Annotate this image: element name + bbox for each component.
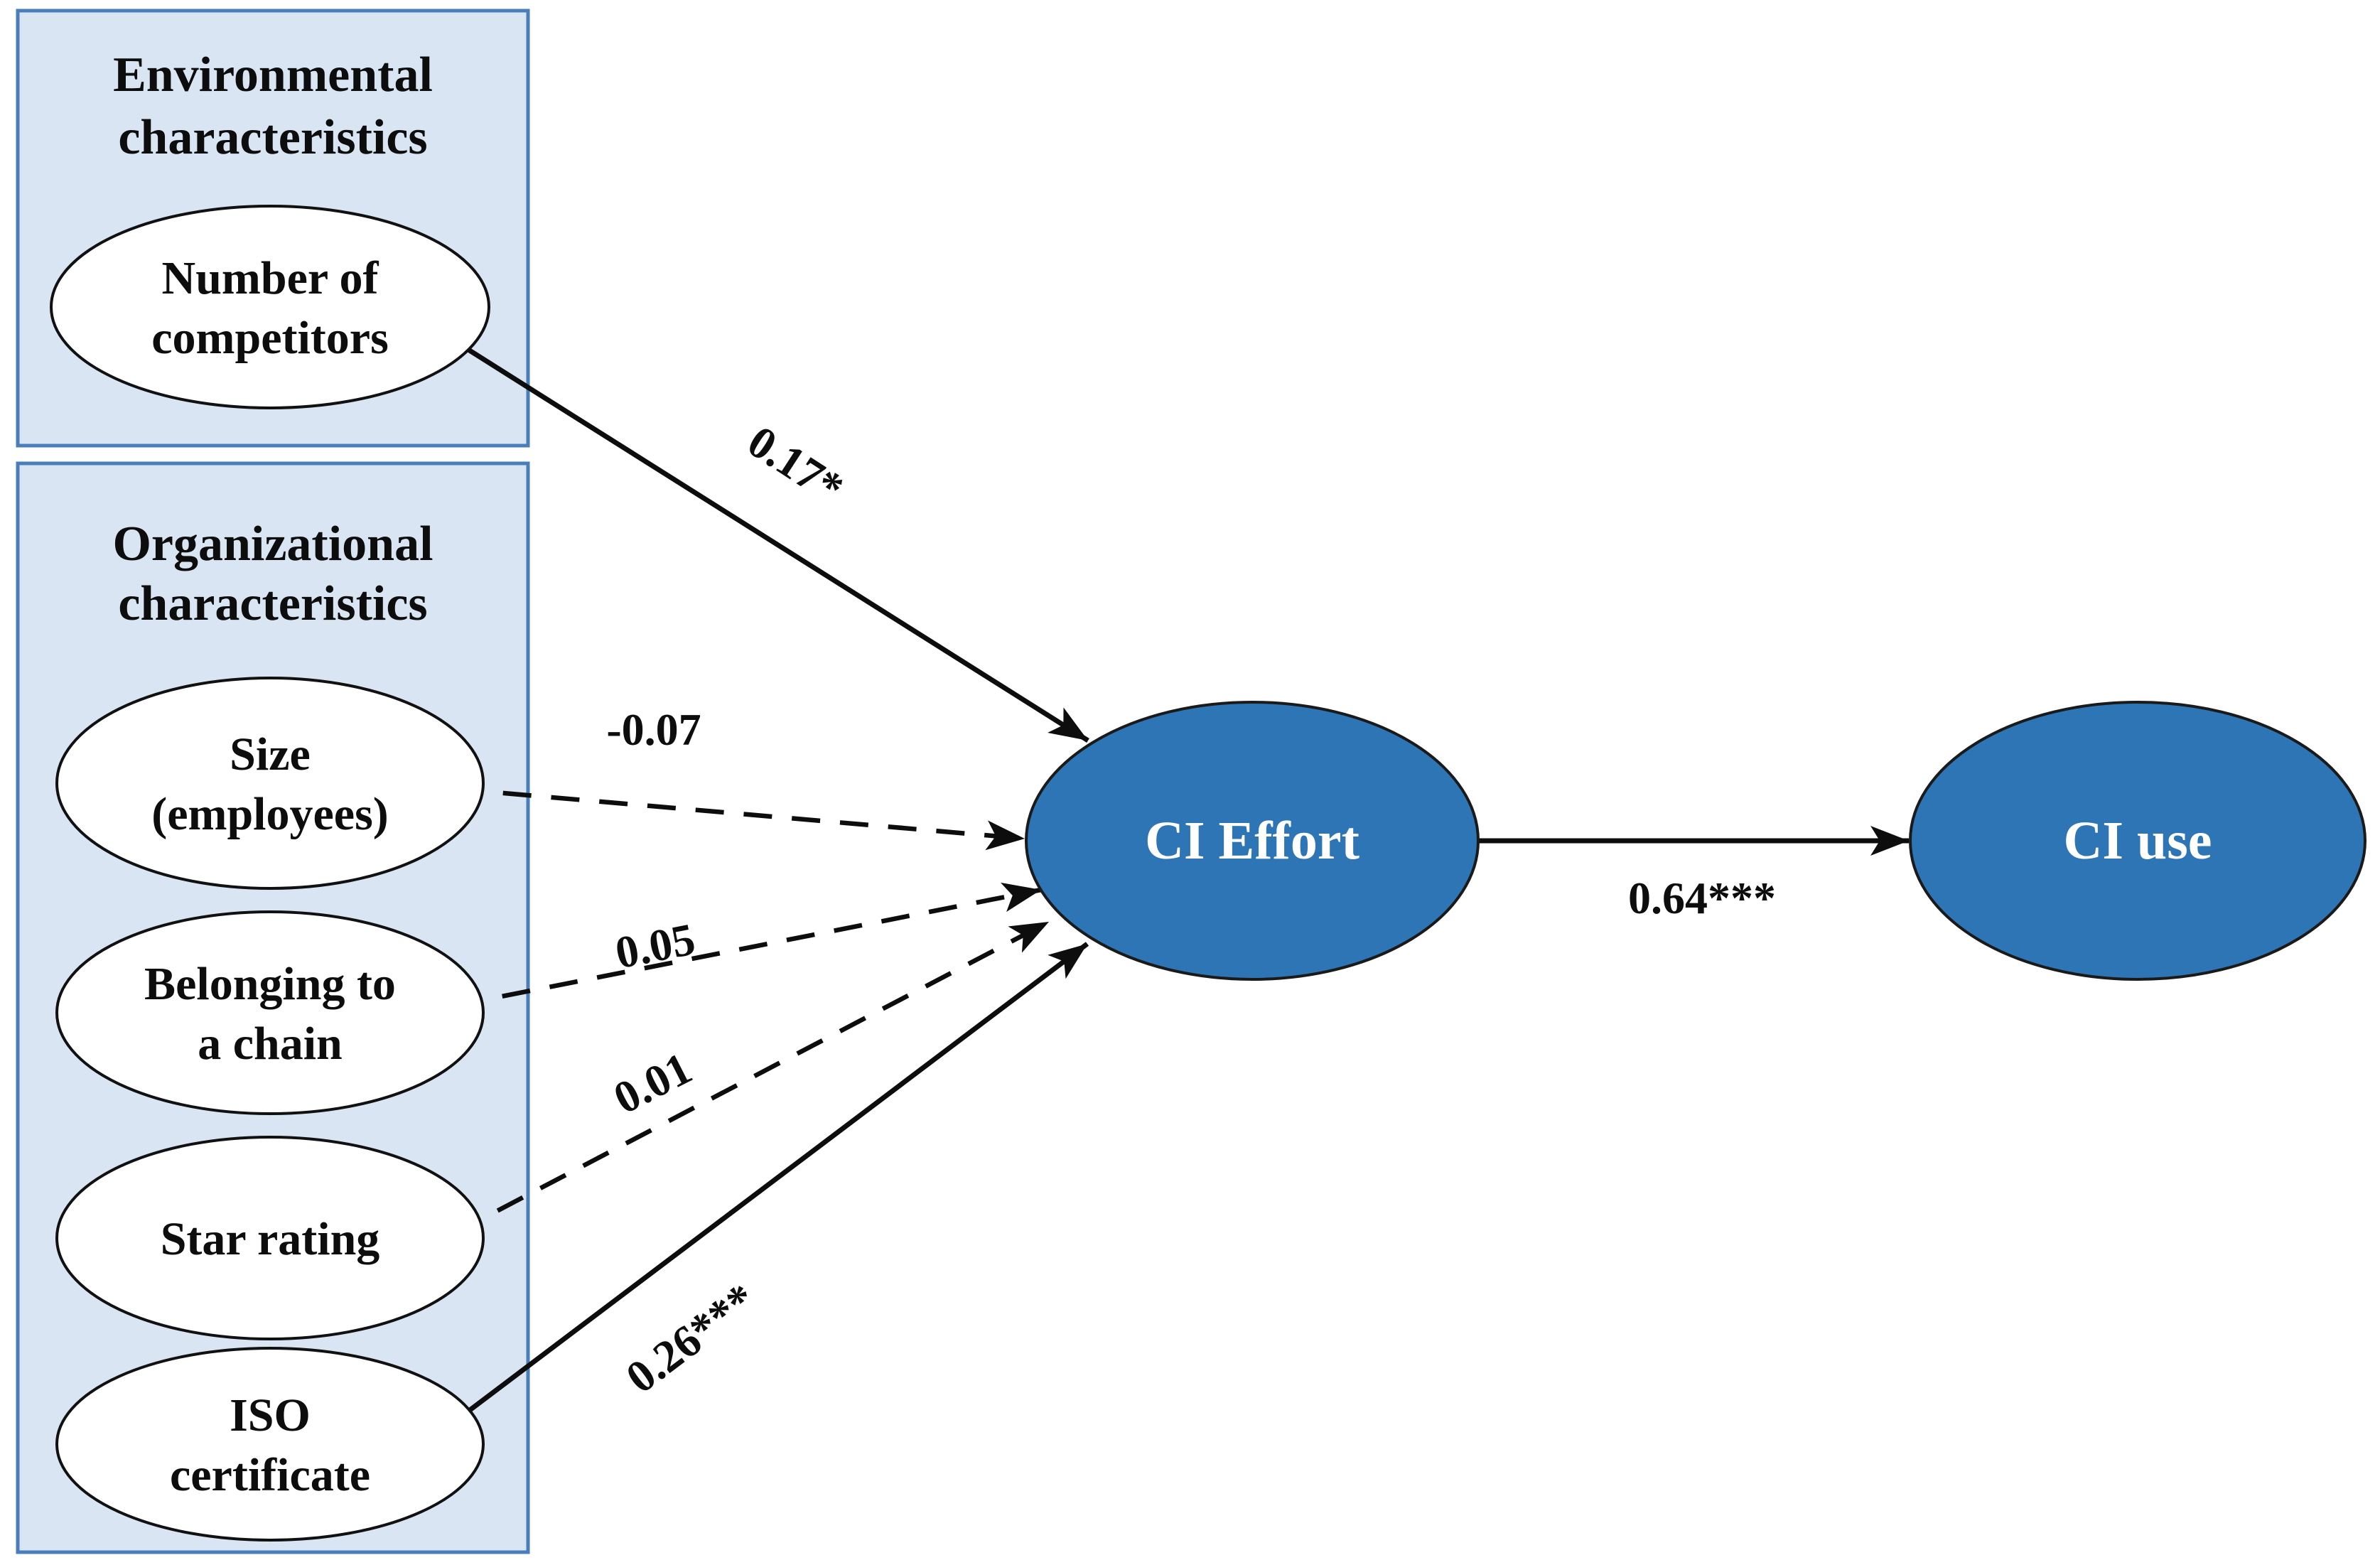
organizational-group-title-line1: Organizational [112,517,433,571]
node-ci-use [1909,701,2366,981]
organizational-group-title-line2: characteristics [118,576,427,631]
coefficient-size-ci-effort: -0.07 [606,704,701,755]
node-size-employees-label-line1: Size [230,728,311,780]
path-iso-to-ci-effort [453,942,1089,1424]
node-number-of-competitors-label-line2: competitors [151,312,389,364]
node-belonging-to-a-chain-label-line1: Belonging to [144,958,396,1010]
node-iso-certificate [55,1347,485,1542]
node-iso-certificate-label-line2: certificate [170,1449,370,1501]
path-chain-to-ci-effort [454,882,1042,1008]
node-star-rating [55,1136,485,1340]
node-ci-use-label: CI use [2063,811,2212,871]
environmental-group-title-line1: Environmental [113,48,433,102]
node-number-of-competitors [50,205,490,409]
node-star-rating-label: Star rating [161,1213,380,1265]
node-size-employees-label-line2: (employees) [151,788,389,840]
node-belonging-to-a-chain-label-line2: a chain [198,1018,343,1070]
node-iso-certificate-label-line1: ISO [230,1389,311,1441]
coefficient-iso-ci-effort: 0.26*** [617,1274,765,1403]
node-ci-effort-label: CI Effort [1145,811,1359,871]
coefficient-chain-ci-effort: 0.05 [611,913,699,978]
coefficient-ci-effort-ci-use: 0.64*** [1628,873,1776,923]
environmental-group-title-line2: characteristics [118,110,427,165]
coefficient-competitors-ci-effort: 0.17* [739,416,852,514]
node-number-of-competitors-label-line1: Number of [162,252,379,304]
path-size-to-ci-effort [454,786,1025,851]
path-competitors-to-ci-effort [453,339,1089,743]
path-star-to-ci-effort [453,920,1050,1235]
node-size-employees [55,677,485,890]
node-ci-effort [1025,701,1480,981]
node-belonging-to-a-chain [55,910,485,1115]
